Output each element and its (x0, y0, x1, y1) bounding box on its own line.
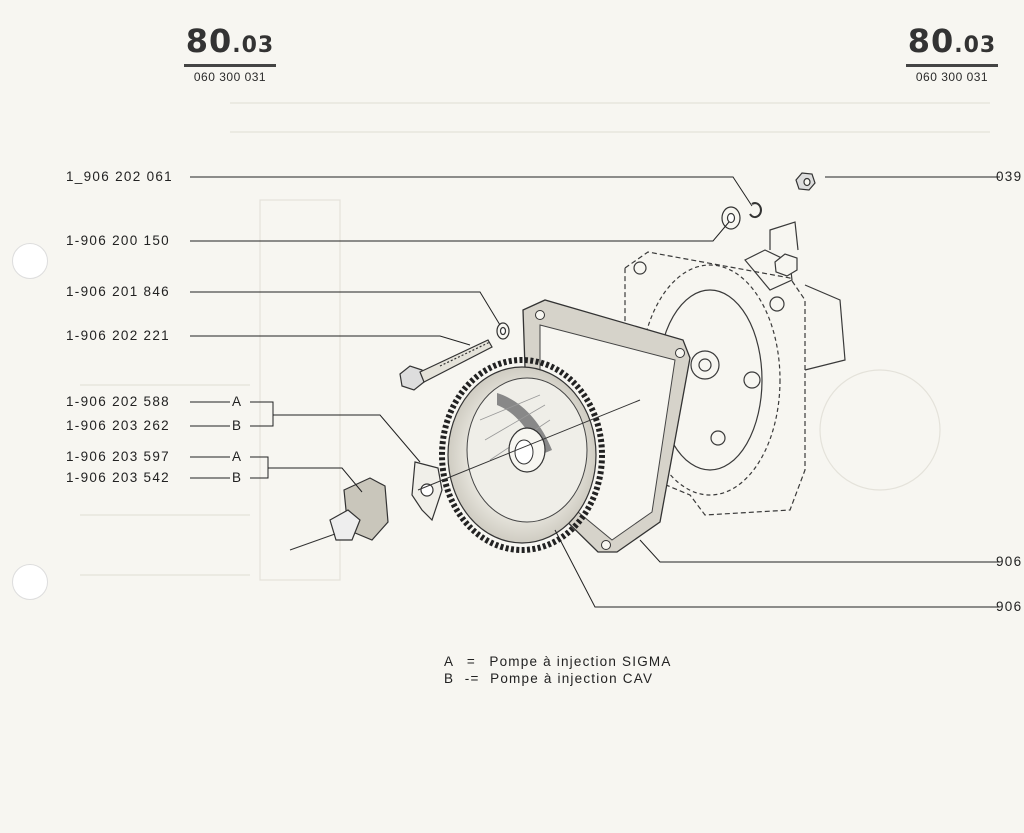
show-through-ghost (80, 102, 990, 581)
legend-entry: B -= Pompe à injection CAV (444, 671, 653, 686)
part-ref: 1-906 200 150 (66, 233, 170, 248)
part-ref: 1-906 203 262 (66, 418, 170, 433)
page-major: 80 (907, 22, 955, 60)
part-ref: 1-906 201 846 (66, 284, 170, 299)
part-ref: 1-906 202 221 (66, 328, 170, 343)
binder-hole-top (12, 243, 48, 279)
part-ref: 1-906 202 588 (66, 394, 170, 409)
legend-entry: A = Pompe à injection SIGMA (444, 654, 672, 669)
part-ref: 1-906 203 597 (66, 449, 170, 464)
part-variant: A (232, 449, 243, 464)
page-number-left: 80.03 060 300 031 (184, 24, 276, 84)
part-ref: 1-906 203 542 (66, 470, 170, 485)
page-ref: 060 300 031 (193, 70, 267, 84)
part-ref-right: 906 (996, 554, 1023, 569)
legend-text: Pompe à injection CAV (490, 671, 654, 686)
legend-text: Pompe à injection SIGMA (489, 654, 672, 669)
page-minor: .03 (232, 33, 275, 58)
part-variant: A (232, 394, 243, 409)
legend-sep: = (466, 654, 476, 669)
page-major: 80 (185, 22, 233, 60)
header-rule (906, 64, 998, 67)
page-number-right: 80.03 060 300 031 (906, 24, 998, 84)
part-ref-right: 906 (996, 599, 1023, 614)
part-ref-right: 039 (996, 169, 1023, 184)
legend-key: A (444, 654, 454, 669)
shaft-axis (289, 399, 641, 551)
legend-key: B (444, 671, 455, 686)
fasteners (329, 172, 816, 541)
part-ref: 1_906 202 061 (66, 169, 173, 184)
page-ref: 060 300 031 (915, 70, 989, 84)
binder-hole-bottom (12, 564, 48, 600)
part-variant: B (232, 418, 243, 433)
header-rule (184, 64, 276, 67)
legend-sep: -= (464, 671, 480, 686)
page-minor: .03 (954, 33, 997, 58)
callout-lines (190, 176, 1000, 608)
drive-gear (439, 357, 605, 553)
part-variant: B (232, 470, 243, 485)
